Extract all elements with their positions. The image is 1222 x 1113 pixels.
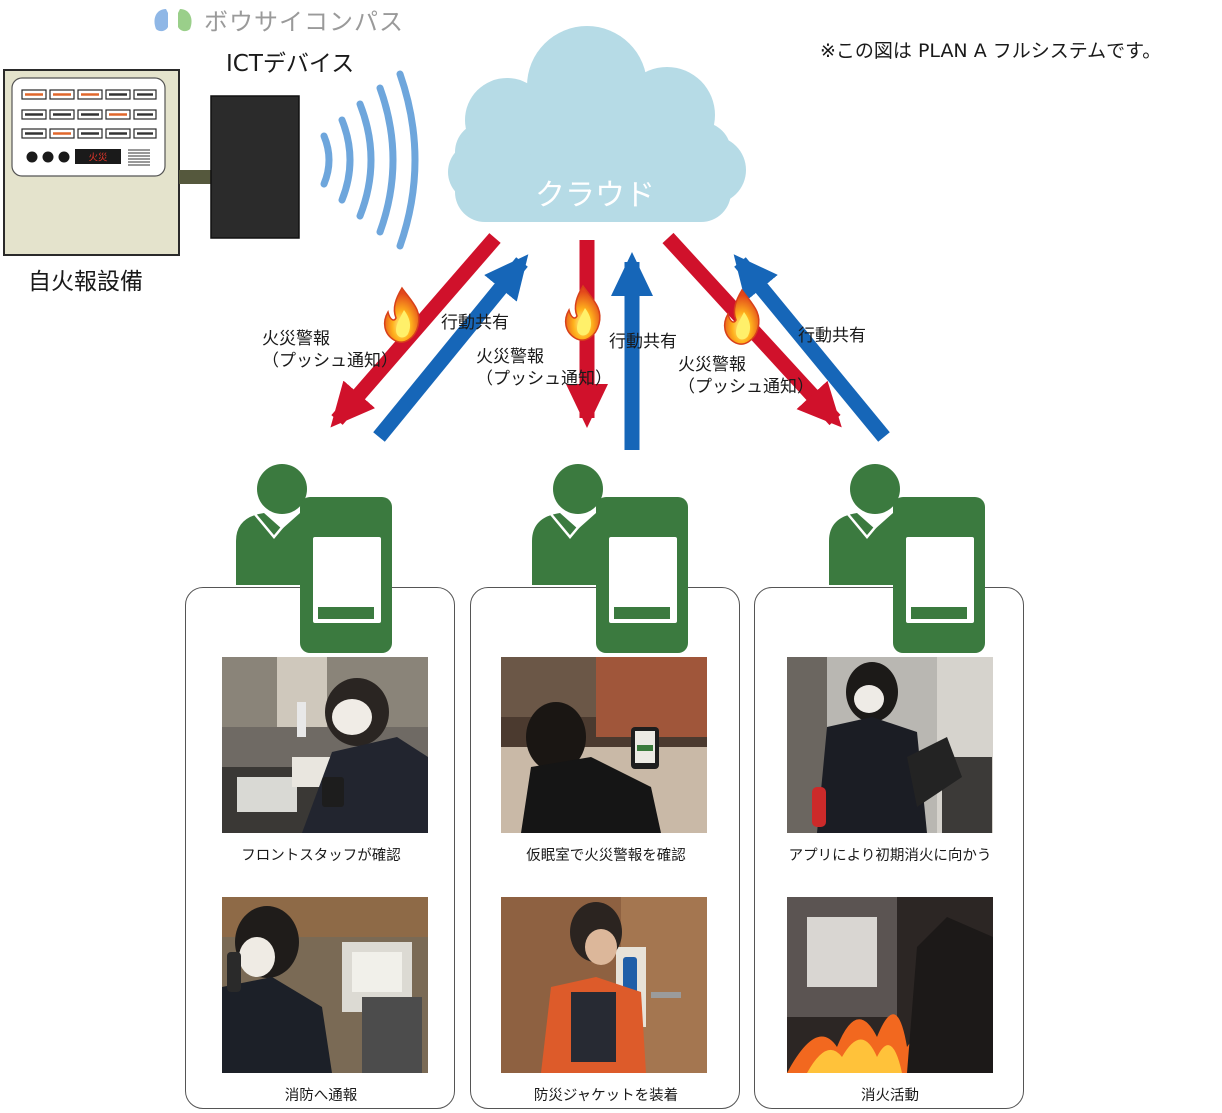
photo-fire-fighting: [787, 897, 993, 1073]
share-label-center: 行動共有: [609, 332, 677, 352]
alarm-label-center: 火災警報 （プッシュ通知）: [476, 346, 612, 390]
alarm-label-line1: 火災警報: [476, 347, 544, 367]
alarm-label-left: 火災警報 （プッシュ通知）: [262, 328, 398, 372]
brand-name: ボウサイコンパス: [204, 8, 404, 36]
fire-icon: [383, 286, 420, 343]
caption-go-extinguish: アプリにより初期消火に向かう: [788, 848, 992, 864]
alarm-label-right: 火災警報 （プッシュ通知）: [678, 354, 814, 398]
cloud-label: クラウド: [535, 178, 655, 213]
panel-display-text: 火災: [88, 153, 108, 164]
scenario-card-rest-room: 仮眠室で火災警報を確認 防災ジャケットを装着: [470, 587, 740, 1109]
caption-call-fire-dept: 消防へ通報: [284, 1088, 358, 1104]
share-arrow-right: [733, 254, 890, 442]
alarm-label-line2: （プッシュ通知）: [476, 369, 612, 389]
photo-call-fire-dept: [222, 897, 428, 1073]
alarm-label-line2: （プッシュ通知）: [262, 351, 398, 371]
share-arrows: [373, 252, 890, 450]
ict-device-label: ICTデバイス: [226, 51, 355, 77]
share-label-left: 行動共有: [441, 313, 509, 333]
photo-go-extinguish: [787, 657, 993, 833]
alarm-label-line1: 火災警報: [678, 355, 746, 375]
caption-front-staff-check: フロントスタッフが確認: [241, 848, 401, 864]
share-arrow-left: [373, 254, 529, 442]
caption-fire-fighting: 消火活動: [861, 1088, 919, 1104]
scenario-card-extinguish: アプリにより初期消火に向かう 消火活動: [754, 587, 1024, 1109]
photo-front-staff-check: [222, 657, 428, 833]
share-label-right: 行動共有: [798, 326, 866, 346]
caption-rest-room-alarm: 仮眠室で火災警報を確認: [526, 848, 686, 864]
wireless-signal-icon: [320, 70, 419, 250]
fire-alarm-panel: 火災: [3, 69, 180, 256]
caption-wear-jacket: 防災ジャケットを装着: [533, 1088, 679, 1104]
photo-wear-jacket: [501, 897, 707, 1073]
photo-rest-room-alarm: [501, 657, 707, 833]
alarm-label-line2: （プッシュ通知）: [678, 377, 814, 397]
fire-icon: [564, 284, 601, 341]
plan-note: ※この図は PLAN A フルシステムです。: [820, 40, 1162, 62]
brand-logo: ボウサイコンパス: [152, 2, 404, 37]
fire-alarm-panel-label: 自火報設備: [28, 269, 143, 295]
fire-icon: [723, 288, 760, 345]
cloud-shape: [448, 26, 746, 222]
panel-cable: [179, 170, 212, 184]
alarm-label-line1: 火災警報: [262, 329, 330, 349]
ict-device: [210, 95, 300, 239]
scenario-card-front-desk: フロントスタッフが確認 消防へ通報: [185, 587, 455, 1109]
leaf-logo-icon: [154, 8, 192, 31]
